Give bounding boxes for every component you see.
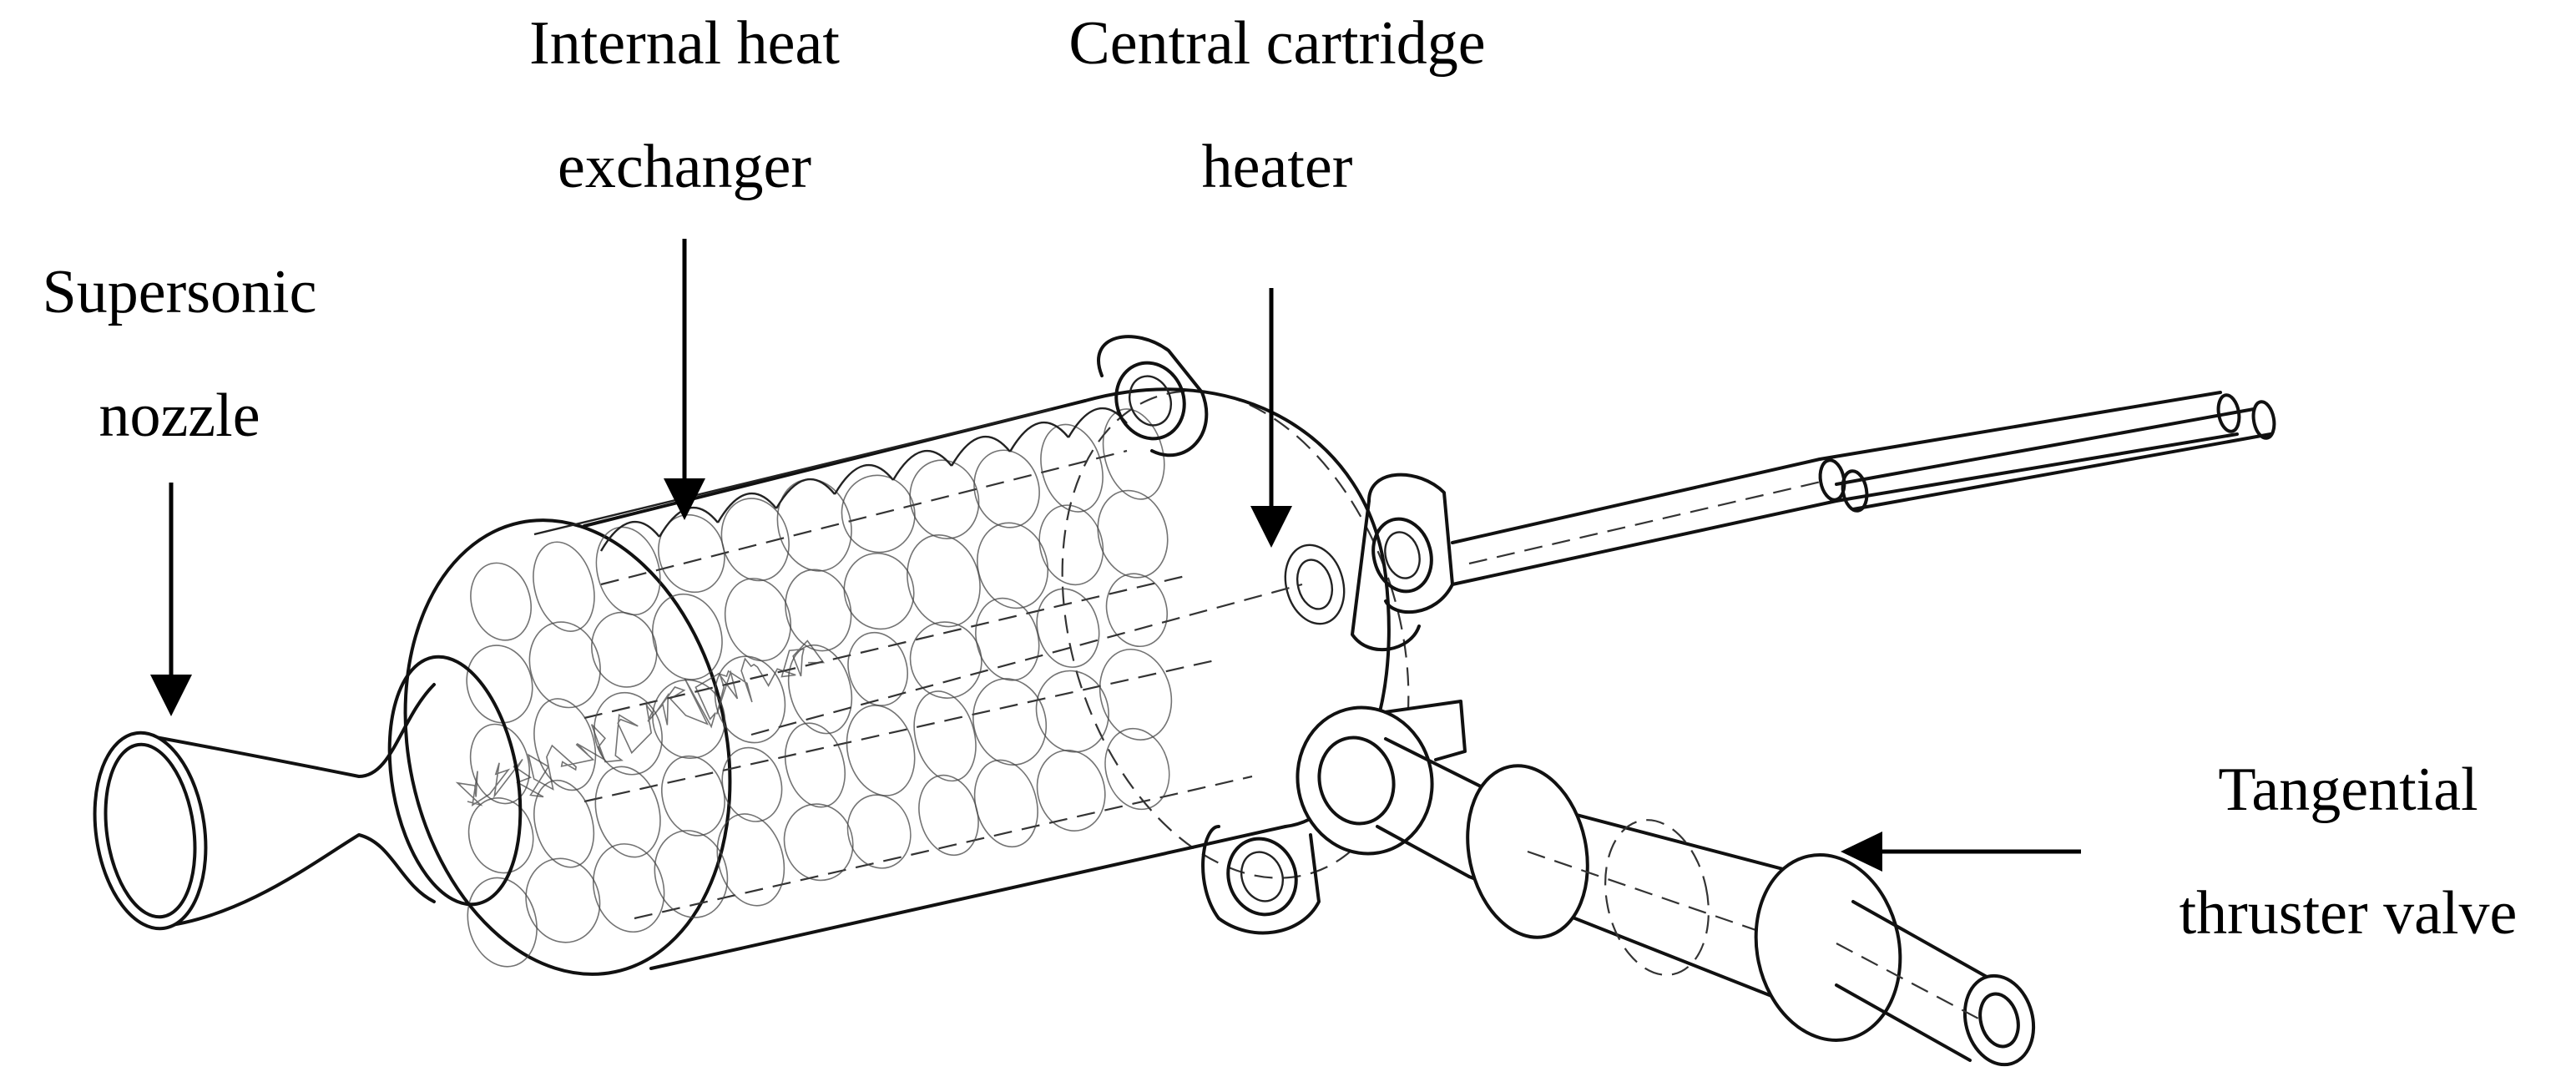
mounting-ear-top: [1097, 335, 1209, 458]
label-tangential-thruster-valve-line-1: Tangential: [2218, 756, 2478, 824]
coil-loop: [592, 843, 665, 933]
coil-loop: [907, 534, 981, 628]
coil-loop: [469, 723, 530, 805]
label-supersonic-nozzle-line-1: Supersonic: [42, 258, 317, 326]
coil-loop: [1102, 408, 1165, 500]
coil-scallop: [1008, 421, 1069, 452]
coil-loop: [776, 478, 852, 572]
label-internal-heat-exchanger: Internal heat exchanger: [467, 0, 902, 229]
coil-loop: [716, 813, 785, 907]
coil-loop: [918, 774, 979, 857]
rear-port-lug: [1351, 473, 1454, 651]
coil-loop: [1038, 504, 1104, 586]
coil-loop: [714, 655, 786, 744]
coil-loop: [787, 644, 853, 735]
label-supersonic-nozzle-line-2: nozzle: [98, 382, 260, 450]
coil-loop: [651, 593, 723, 680]
label-internal-heat-exchanger-line-1: Internal heat: [529, 9, 840, 78]
coil-loop: [595, 526, 661, 616]
label-tangential-thruster-valve: Tangential thruster valve: [2120, 728, 2576, 975]
coil-loop: [843, 552, 915, 630]
coil-loop: [1099, 648, 1173, 741]
coil-loop: [590, 611, 658, 688]
coil-loop: [973, 449, 1040, 528]
label-central-cartridge-heater: Central cartridge heater: [1002, 0, 1553, 229]
coil-loop: [470, 562, 532, 641]
label-internal-heat-exchanger-line-2: exchanger: [557, 133, 812, 201]
coil-loop: [846, 705, 916, 796]
supersonic-nozzle-drawing: [93, 655, 523, 931]
coil-loop: [1036, 749, 1106, 832]
coil-loop: [783, 803, 854, 882]
heater-lead-wires: [1451, 391, 2276, 586]
coil-scallop: [950, 435, 1011, 467]
coil-loop: [1105, 573, 1168, 648]
coil-loop: [720, 498, 790, 582]
coil-loop: [466, 645, 533, 724]
coil-loop: [525, 857, 601, 943]
coil-loop: [846, 794, 912, 869]
cartridge-heater-port: [750, 543, 1346, 736]
coil-scallop: [833, 463, 894, 495]
coil-loop: [594, 766, 661, 858]
coil-loop: [913, 690, 977, 782]
coil-loop: [909, 621, 982, 699]
coil-loop: [533, 541, 595, 632]
arrow-supersonic-nozzle: [150, 483, 192, 716]
coil-loop: [1097, 489, 1169, 579]
heat-exchanger-coils: [455, 407, 1173, 968]
arrow-internal-heat-exchanger: [664, 239, 705, 520]
label-tangential-thruster-valve-line-2: thruster valve: [2179, 879, 2518, 948]
coil-loop: [847, 631, 908, 706]
coil-loop: [841, 474, 916, 554]
coil-loop: [973, 759, 1038, 848]
coil-scallop: [891, 449, 952, 481]
coil-loop: [654, 830, 729, 918]
coil-scallop: [775, 478, 836, 509]
mesh-scribble: [455, 640, 826, 807]
coil-loop: [1036, 588, 1100, 668]
label-central-cartridge-heater-line-2: heater: [1201, 133, 1353, 201]
coil-scallop: [716, 492, 777, 523]
label-central-cartridge-heater-line-1: Central cartridge: [1068, 9, 1486, 78]
coil-loop: [652, 679, 726, 760]
coil-scallop: [599, 520, 660, 552]
coil-loop: [467, 877, 538, 968]
coil-loop: [1104, 727, 1170, 811]
coil-loop: [972, 678, 1048, 766]
tangential-valve-drawing: [1296, 700, 2036, 1067]
coil-loop: [784, 722, 846, 808]
arrow-tangential-thruster-valve: [1841, 832, 2081, 872]
mounting-ear-bottom: [1201, 825, 1321, 935]
label-supersonic-nozzle: Supersonic nozzle: [0, 230, 359, 478]
coil-loop: [977, 522, 1049, 609]
coil-loop: [909, 459, 980, 539]
coil-loop: [724, 578, 792, 662]
arrow-central-cartridge-heater: [1250, 288, 1292, 548]
coil-loop: [1035, 670, 1109, 753]
coil-loop: [533, 779, 595, 868]
